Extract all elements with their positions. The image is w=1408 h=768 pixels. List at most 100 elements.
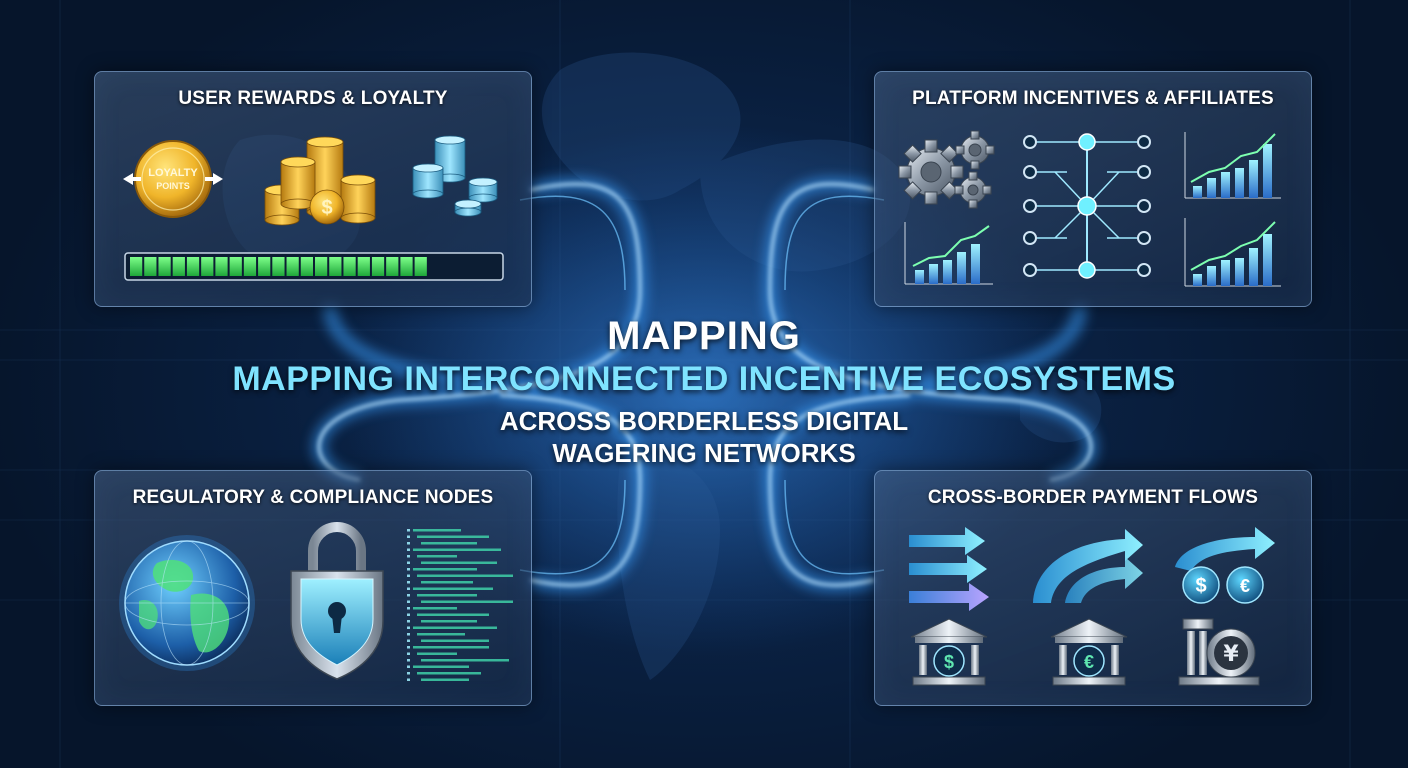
loyalty-progress-bar (124, 252, 504, 281)
code-line (421, 620, 477, 623)
progress-segment (400, 257, 413, 276)
loyalty-coin-label-1: LOYALTY (148, 167, 198, 179)
code-bullet (407, 659, 410, 662)
gold-coin-stack-icon: $ (264, 136, 376, 226)
progress-segment (144, 257, 157, 276)
code-line (413, 548, 501, 551)
code-line (417, 574, 513, 577)
bank-yen: ¥ (1223, 642, 1239, 667)
code-bullet (407, 652, 410, 655)
headline-title: MAPPING INTERCONNECTED INCENTIVE ECOSYST… (232, 360, 1176, 398)
code-bullet (407, 529, 410, 532)
progress-segment (158, 257, 171, 276)
code-line (413, 568, 477, 571)
headline-subtitle-line-1: ACROSS BORDERLESS DIGITAL (499, 406, 909, 436)
code-bullet (407, 568, 410, 571)
currency-exchange-icon: $ € (1175, 527, 1275, 604)
bank-euro: € (1084, 652, 1094, 672)
code-line (417, 633, 465, 636)
code-line (417, 613, 489, 616)
code-bullet (407, 626, 410, 629)
bank-dollar: $ (944, 652, 954, 672)
panel-payment-flows: CROSS-BORDER PAYMENT FLOWS (874, 470, 1312, 706)
code-line (421, 600, 513, 603)
blue-token-stack-icon (412, 135, 498, 217)
code-bullet (407, 613, 410, 616)
flow-arrows-icon (909, 527, 989, 611)
code-line (421, 542, 477, 545)
code-bullet (407, 639, 410, 642)
panel-regulatory-compliance: REGULATORY & COMPLIANCE NODES (94, 470, 532, 706)
code-bullet (407, 665, 410, 668)
progress-segment (229, 257, 242, 276)
code-line (421, 561, 497, 564)
code-line (413, 665, 469, 668)
code-log-icon (407, 529, 513, 681)
progress-segment (272, 257, 285, 276)
code-line (413, 529, 461, 532)
payments-artwork: $ € $ (909, 527, 1275, 686)
code-line (413, 587, 493, 590)
code-line (421, 639, 489, 642)
progress-segment (315, 257, 328, 276)
progress-segment (186, 257, 200, 276)
progress-segment (243, 257, 257, 276)
panel-title-payment-flows: CROSS-BORDER PAYMENT FLOWS (927, 487, 1259, 508)
code-bullet (407, 555, 410, 558)
code-line (417, 535, 489, 538)
code-bullet (407, 574, 410, 577)
currency-dollar: $ (1195, 575, 1206, 597)
progress-segment (201, 257, 214, 276)
panel-platform-incentives: PLATFORM INCENTIVES & AFFILIATES (874, 71, 1312, 307)
progress-segment (371, 257, 385, 276)
code-line (421, 581, 473, 584)
code-bullet (407, 646, 410, 649)
platform-artwork (898, 130, 1281, 287)
progress-segment (329, 257, 342, 276)
progress-segment (343, 257, 356, 276)
code-line (417, 652, 457, 655)
globe-icon (119, 535, 255, 671)
panel-title-platform-incentives: PLATFORM INCENTIVES & AFFILIATES (912, 88, 1274, 109)
headline-subtitle-line-2: WAGERING NETWORKS (552, 438, 856, 468)
code-line (413, 626, 497, 629)
progress-segment (215, 257, 228, 276)
progress-segment (414, 257, 427, 276)
progress-segment (286, 257, 299, 276)
shield-lock-icon (290, 522, 384, 680)
code-bullet (407, 594, 410, 597)
code-bullet (407, 607, 410, 610)
panel-title-regulatory: REGULATORY & COMPLIANCE NODES (132, 487, 494, 508)
panel-title-user-rewards: USER REWARDS & LOYALTY (178, 88, 448, 109)
code-bullet (407, 620, 410, 623)
code-bullet (407, 678, 410, 681)
affiliate-network-icon (1023, 133, 1151, 279)
code-line (421, 659, 509, 662)
growth-chart-icon (904, 132, 1281, 287)
panel-user-rewards: USER REWARDS & LOYALTY (94, 71, 532, 307)
progress-segment (172, 257, 185, 276)
code-line (417, 672, 481, 675)
currency-euro: € (1240, 576, 1250, 596)
rewards-artwork: LOYALTY POINTS (123, 135, 504, 281)
code-line (421, 678, 469, 681)
progress-bar-fill (130, 257, 427, 276)
code-bullet (407, 587, 410, 590)
glow-connectors (312, 177, 1098, 592)
gears-icon (898, 130, 995, 209)
code-line (413, 607, 457, 610)
progress-segment (357, 257, 370, 276)
code-bullet (407, 561, 410, 564)
code-line (413, 646, 489, 649)
code-bullet (407, 672, 410, 675)
code-bullet (407, 548, 410, 551)
bank-icon: $ € ¥ (910, 618, 1260, 686)
loyalty-points-coin-icon: LOYALTY POINTS (123, 140, 223, 218)
code-line (417, 555, 457, 558)
code-bullet (407, 633, 410, 636)
code-bullet (407, 600, 410, 603)
code-bullet (407, 542, 410, 545)
progress-segment (300, 257, 313, 276)
progress-segment (130, 257, 143, 276)
